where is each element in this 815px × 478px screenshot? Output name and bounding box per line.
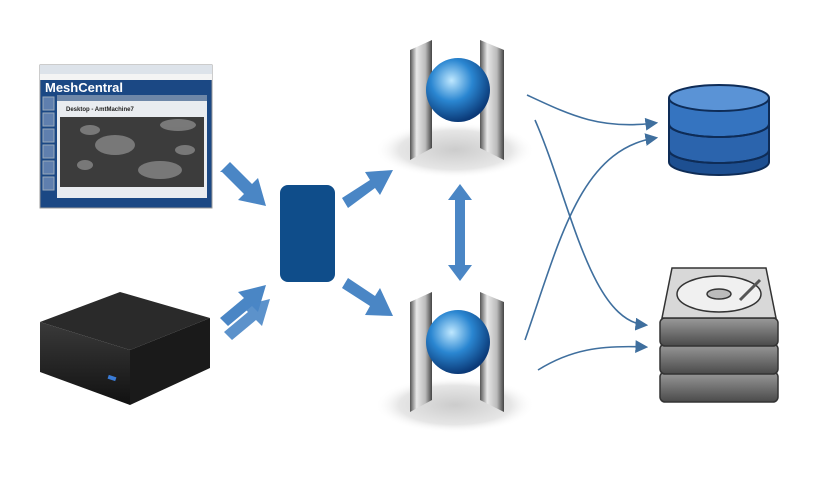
meshcentral-browser-screenshot: MeshCentral Desktop - AmtMachine7 [39, 64, 213, 209]
block-arrow [342, 278, 393, 316]
arrows-to-relay [220, 162, 393, 340]
server-top [375, 40, 535, 178]
block-arrow [220, 285, 266, 326]
meshcentral-title: MeshCentral [45, 80, 123, 95]
server-bottom [375, 292, 535, 433]
desktop-heading: Desktop - AmtMachine7 [66, 107, 134, 113]
storage-connectors [524, 94, 659, 371]
block-arrow [342, 170, 393, 208]
sync-double-arrow [448, 184, 472, 281]
database-icon [668, 84, 770, 176]
hard-drive-stack-icon [659, 267, 779, 403]
block-arrow [220, 162, 266, 206]
mini-pc-device [40, 292, 210, 405]
block-arrow [224, 299, 270, 340]
relay-box [280, 185, 335, 282]
